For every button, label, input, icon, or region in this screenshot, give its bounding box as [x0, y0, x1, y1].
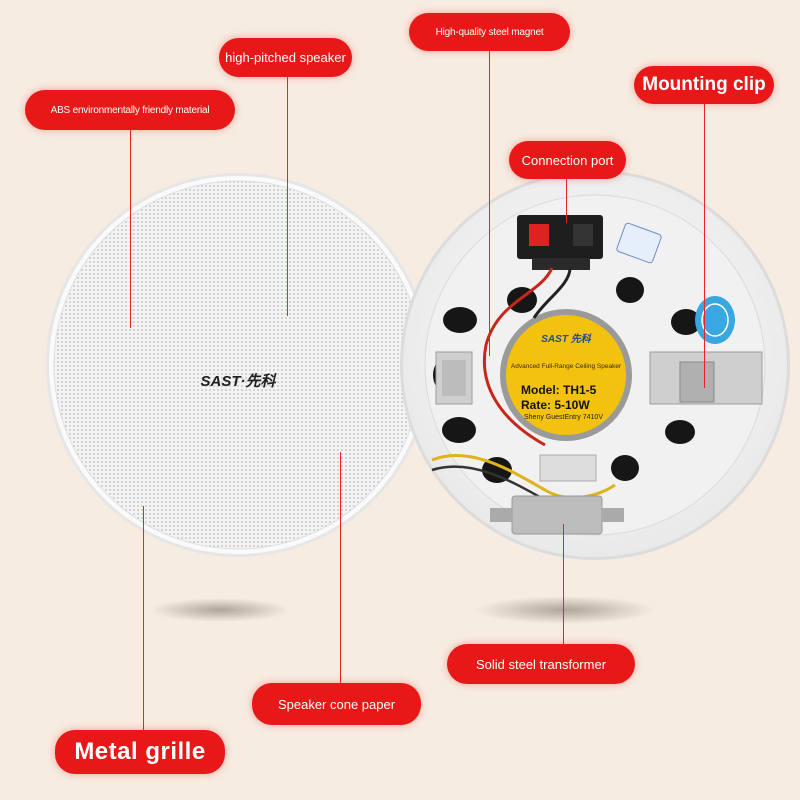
label-model: Model: TH1-5	[521, 383, 597, 397]
leader-connection-port	[566, 178, 567, 223]
leader-high-pitched	[287, 76, 288, 316]
leader-steel-magnet	[489, 50, 490, 356]
callout-metal-grille: Metal grille	[55, 730, 225, 774]
leader-metal-grille	[143, 506, 144, 732]
speaker-back	[400, 170, 790, 560]
front-shadow	[150, 598, 290, 622]
label-rate: Rate: 5-10W	[521, 398, 590, 412]
callout-high-pitched-speaker: high-pitched speaker	[219, 38, 352, 77]
connection-port-block	[517, 215, 603, 270]
callout-steel-transformer: Solid steel transformer	[447, 644, 635, 684]
callout-abs-material: ABS environmentally friendly material	[25, 90, 235, 130]
back-shadow	[475, 596, 655, 624]
front-brand-logo: SAST·先科	[200, 373, 277, 390]
speaker-front	[46, 173, 430, 557]
leader-transformer	[563, 524, 564, 644]
mounting-clip-left	[435, 351, 473, 405]
callout-cone-paper: Speaker cone paper	[252, 683, 421, 725]
leader-cone-paper	[340, 452, 341, 684]
label-title: Advanced Full-Range Ceiling Speaker	[511, 363, 622, 370]
steel-transformer	[490, 454, 624, 535]
callout-connection-port: Connection port	[509, 141, 626, 179]
mounting-clip-right	[649, 351, 763, 405]
magnet-label-plate	[506, 315, 626, 435]
label-brand: SAST 先科	[541, 333, 591, 345]
blue-certification-sticker	[695, 296, 735, 344]
callout-mounting-clip: Mounting clip	[634, 66, 774, 104]
callout-steel-magnet: High-quality steel magnet	[409, 13, 570, 51]
leader-mounting-clip	[704, 102, 705, 388]
leader-abs-material	[130, 128, 131, 328]
label-small-print: Sheny GuestEntry 7410V	[524, 414, 603, 421]
